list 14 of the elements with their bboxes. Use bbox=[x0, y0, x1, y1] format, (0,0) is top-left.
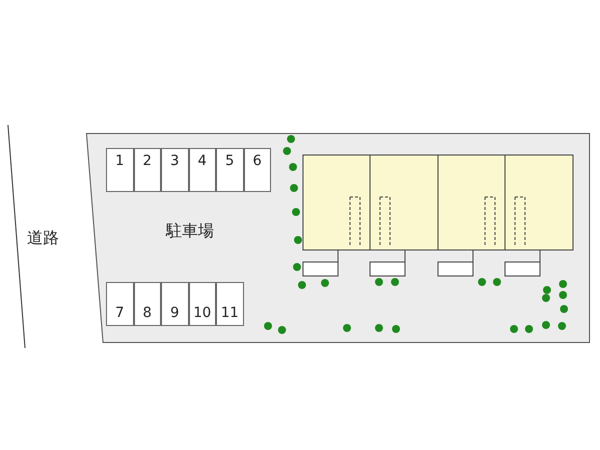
parking-space: 7 bbox=[106, 282, 134, 326]
parking-space: 5 bbox=[216, 148, 244, 192]
parking-space: 1 bbox=[106, 148, 134, 192]
parking-space: 3 bbox=[161, 148, 188, 192]
parking-space: 8 bbox=[134, 282, 161, 326]
parking-space: 11 bbox=[216, 282, 244, 326]
area-label: 駐車場 bbox=[166, 221, 214, 242]
parking-space: 6 bbox=[244, 148, 271, 192]
parking-space: 4 bbox=[188, 148, 216, 192]
parking-space: 2 bbox=[134, 148, 161, 192]
parking-space: 10 bbox=[188, 282, 216, 326]
road-label: 道路 bbox=[27, 228, 59, 249]
parking-lot-area bbox=[86, 133, 590, 343]
parking-space: 9 bbox=[161, 282, 188, 326]
